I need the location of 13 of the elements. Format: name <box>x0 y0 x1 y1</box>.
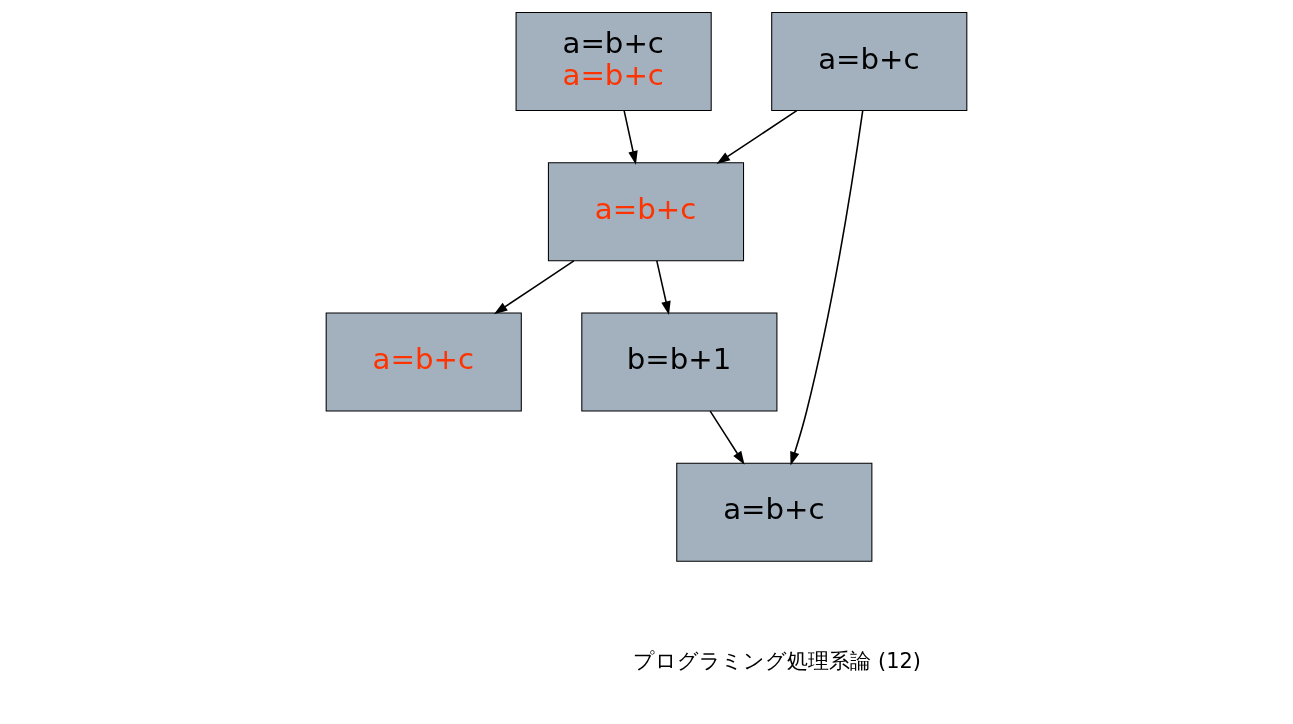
arrow <box>716 109 798 164</box>
arrow <box>623 109 638 165</box>
node-box: a=b+c a=b+c <box>515 11 712 112</box>
node-box: b=b+1 <box>581 312 778 412</box>
label: プログラミング処理系論 (12) <box>633 648 921 673</box>
arrow <box>493 260 575 315</box>
node-box: a=b+c <box>547 162 745 262</box>
arrow <box>709 410 745 465</box>
node-box: a=b+c <box>325 312 522 412</box>
arrow <box>656 260 671 315</box>
node-box: a=b+c <box>771 11 968 112</box>
arrow <box>790 109 864 466</box>
node-box: a=b+c <box>676 462 873 562</box>
